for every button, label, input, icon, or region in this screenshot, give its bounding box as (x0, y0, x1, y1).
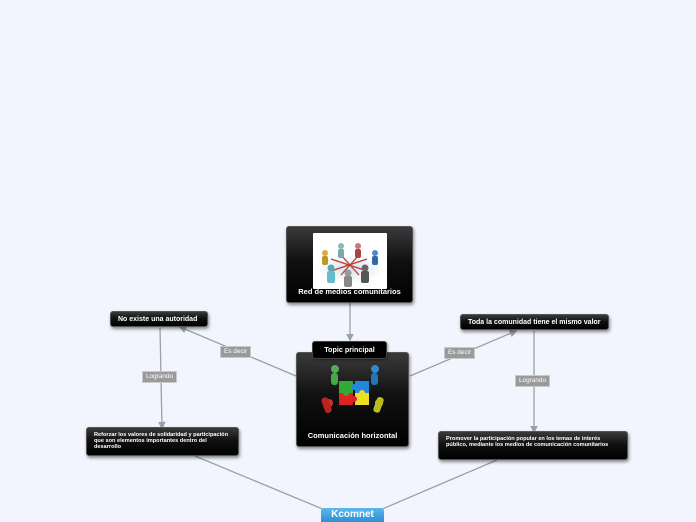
relation-es-decir-left[interactable]: Es decir (220, 346, 252, 358)
root-node-kcomnet[interactable]: Kcomnet (321, 508, 384, 522)
node-comunicacion-horizontal-label: Comunicación horizontal (307, 431, 398, 440)
node-red-medios-label: Red de medios comunitarios (298, 287, 401, 296)
relation-logrando-left[interactable]: Logrando (142, 371, 178, 383)
link-reforzar-to-root (194, 455, 326, 511)
people-network-image (313, 233, 387, 289)
topic-principal-tag[interactable]: Topic principal (312, 341, 387, 359)
relation-es-decir-right[interactable]: Es decir (444, 347, 476, 359)
node-red-medios[interactable]: Red de medios comunitarios (286, 226, 413, 303)
node-toda-comunidad[interactable]: Toda la comunidad tiene el mismo valor (460, 314, 609, 330)
node-comunicacion-horizontal[interactable]: Comunicación horizontal (296, 352, 409, 447)
puzzle-people-image (317, 361, 391, 423)
relation-logrando-right[interactable]: Logrando (515, 375, 551, 387)
node-promover-participacion[interactable]: Promover la participación popular en los… (438, 431, 628, 460)
node-no-existe-autoridad[interactable]: No existe una autoridad (110, 311, 208, 327)
link-promover-to-root (379, 459, 498, 511)
node-reforzar-valores[interactable]: Reforzar los valores de solidaridad y pa… (86, 427, 239, 456)
